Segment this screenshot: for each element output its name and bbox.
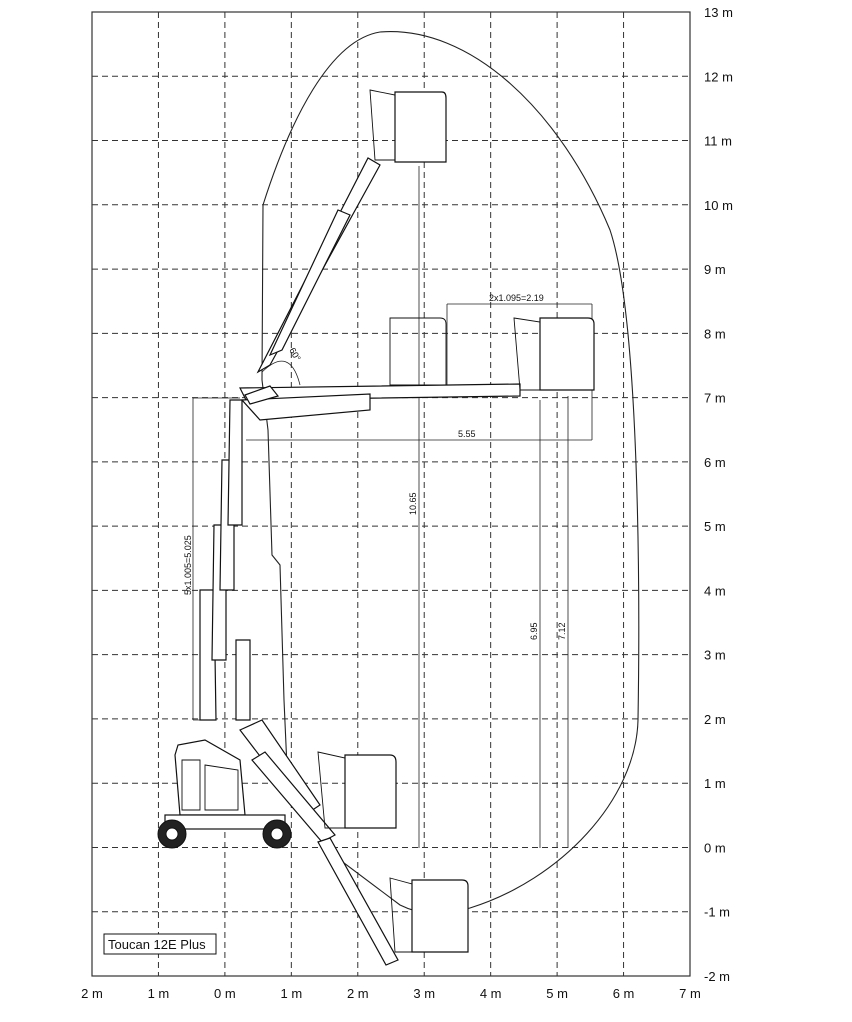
machine-chassis <box>157 739 292 849</box>
y-tick-label: 13 m <box>704 5 733 20</box>
x-tick-label: 1 m <box>148 986 170 1001</box>
y-tick-label: 0 m <box>704 840 726 855</box>
raised-jib <box>256 157 381 374</box>
x-tick-label: 3 m <box>413 986 435 1001</box>
y-tick-label: 3 m <box>704 648 726 663</box>
y-tick-label: 1 m <box>704 776 726 791</box>
y-tick-label: 8 m <box>704 326 726 341</box>
y-tick-label: 2 m <box>704 712 726 727</box>
dim-height-a: 6.95 <box>529 622 539 640</box>
model-label-box: Toucan 12E Plus <box>103 933 217 955</box>
y-tick-label: 10 m <box>704 198 733 213</box>
x-tick-label: 2 m <box>81 986 103 1001</box>
dim-outreach: 5.55 <box>458 429 476 439</box>
x-tick-label: 0 m <box>214 986 236 1001</box>
basket-right <box>539 317 595 391</box>
telescopic-mast <box>199 399 251 721</box>
x-tick-label: 1 m <box>280 986 302 1001</box>
x-tick-label: 2 m <box>347 986 369 1001</box>
basket-bottom <box>411 879 469 953</box>
dim-max-height: 10.65 <box>408 492 418 515</box>
dim-height-b: 7.12 <box>557 622 567 640</box>
x-tick-label: 5 m <box>546 986 568 1001</box>
working-envelope-outline <box>261 31 640 914</box>
model-label: Toucan 12E Plus <box>108 937 206 952</box>
diagram-frame <box>91 11 691 977</box>
x-tick-label: 4 m <box>480 986 502 1001</box>
lower-boom <box>239 719 399 966</box>
y-axis-labels: 13 m 12 m 11 m 10 m 9 m 8 m 7 m 6 m 5 m 4 m 3 m 2 m… <box>704 5 733 984</box>
y-tick-label: 11 m <box>704 134 732 149</box>
y-tick-label: 7 m <box>704 391 726 406</box>
y-tick-label: 6 m <box>704 455 726 470</box>
y-tick-label: 9 m <box>704 262 726 277</box>
dim-jib-angle: 60° <box>287 346 303 363</box>
dim-mast-height: 5x1.005=5.025 <box>183 535 193 595</box>
y-tick-label: 12 m <box>704 69 733 84</box>
basket-top <box>394 91 447 163</box>
basket-low <box>344 754 397 829</box>
y-tick-label: -2 m <box>704 969 730 984</box>
basket-middle-ghost <box>389 317 447 386</box>
x-tick-label: 7 m <box>679 986 701 1001</box>
y-tick-label: 4 m <box>704 583 726 598</box>
x-axis-labels: 2 m 1 m 0 m 1 m 2 m 3 m 4 m 5 m 6 m 7 m <box>81 986 701 1001</box>
dim-basket-extension: 2x1.095=2.19 <box>489 293 544 303</box>
horizontal-boom <box>239 383 521 421</box>
baskets <box>317 89 595 953</box>
y-tick-label: 5 m <box>704 519 726 534</box>
x-tick-label: 6 m <box>613 986 635 1001</box>
y-tick-label: -1 m <box>704 905 730 920</box>
